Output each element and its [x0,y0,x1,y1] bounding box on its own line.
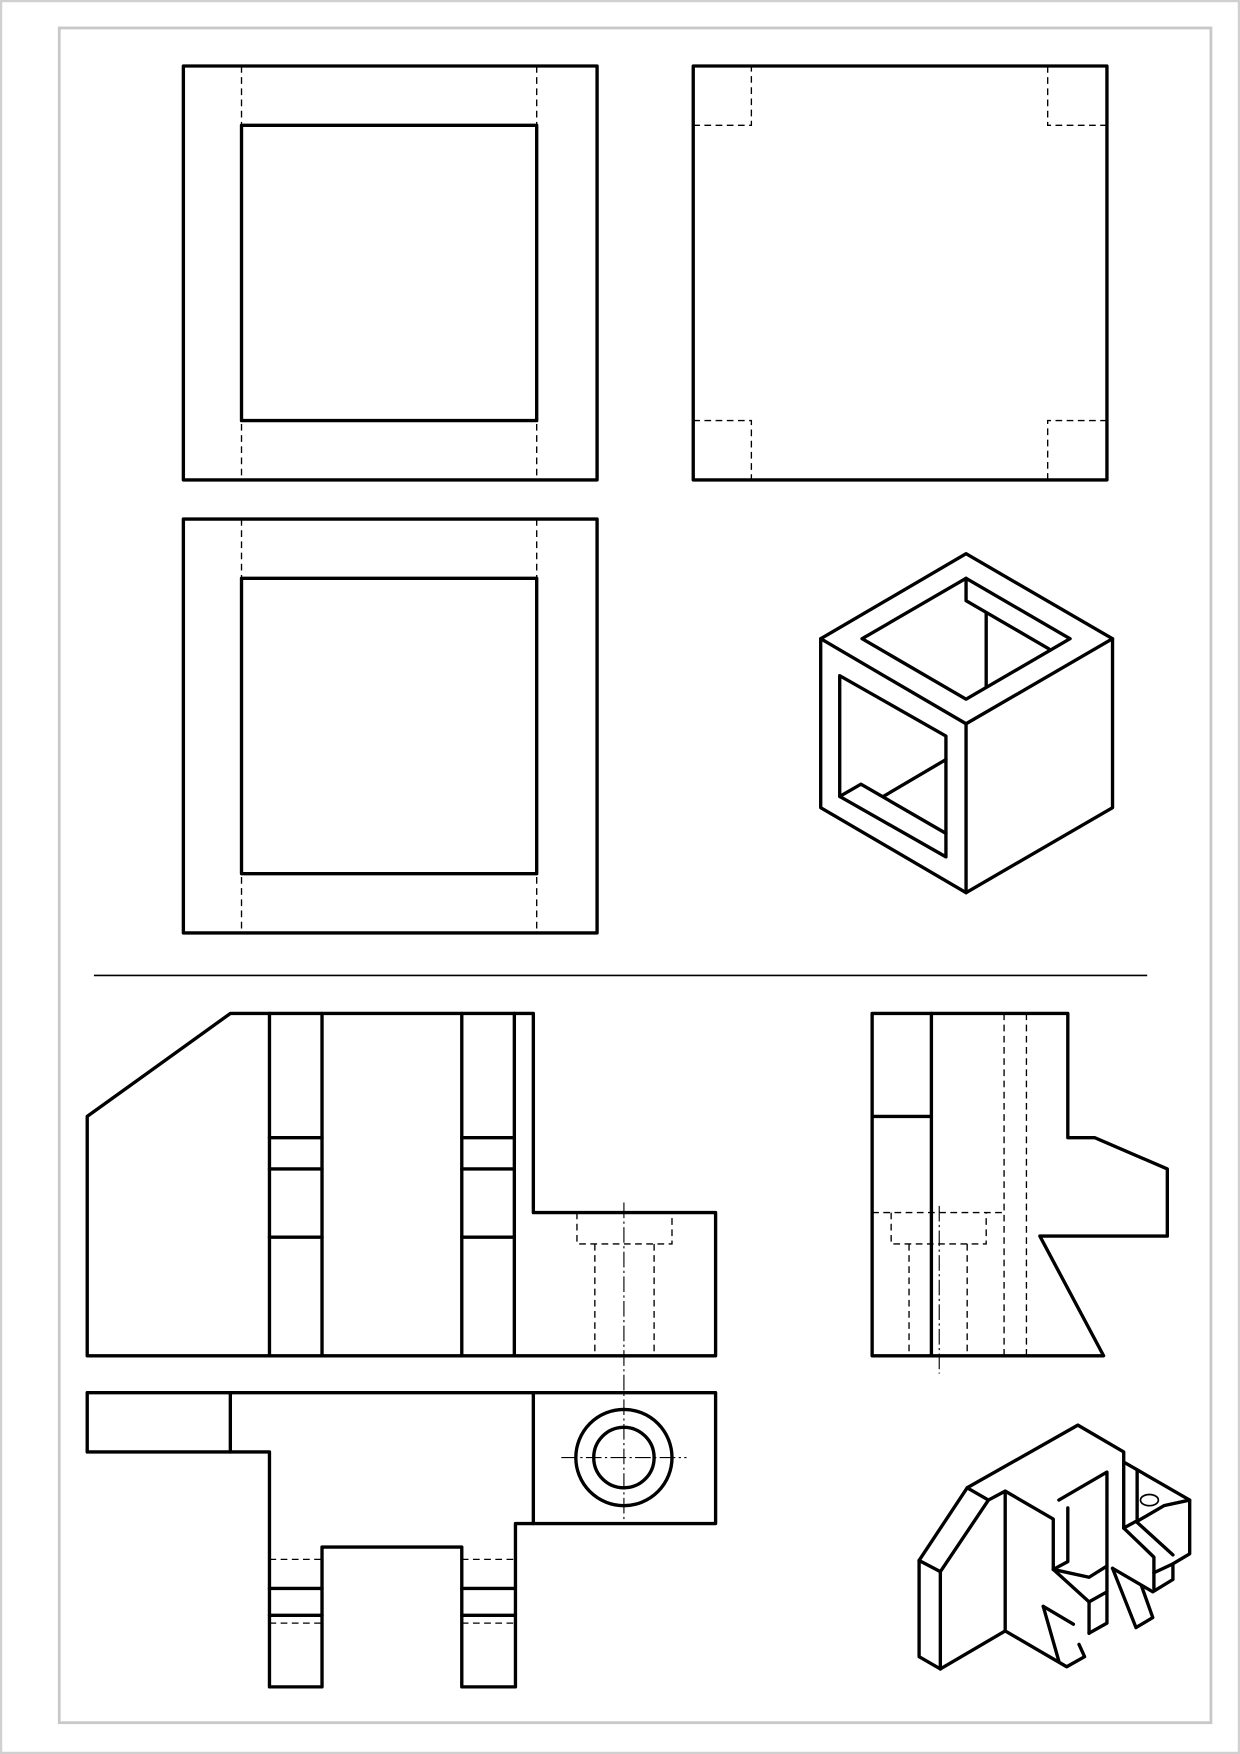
bracket-side-view [870,1011,1169,1374]
drawing-frame [57,26,1213,1725]
bracket-isometric-view [917,1423,1192,1671]
isometric-hollow-cube [819,552,1115,895]
bracket-top-view [85,1391,718,1689]
top-left-orthographic-view [181,64,599,482]
bracket-front-view [85,1011,718,1522]
top-right-orthographic-view [691,64,1109,482]
middle-left-orthographic-view [181,517,599,935]
